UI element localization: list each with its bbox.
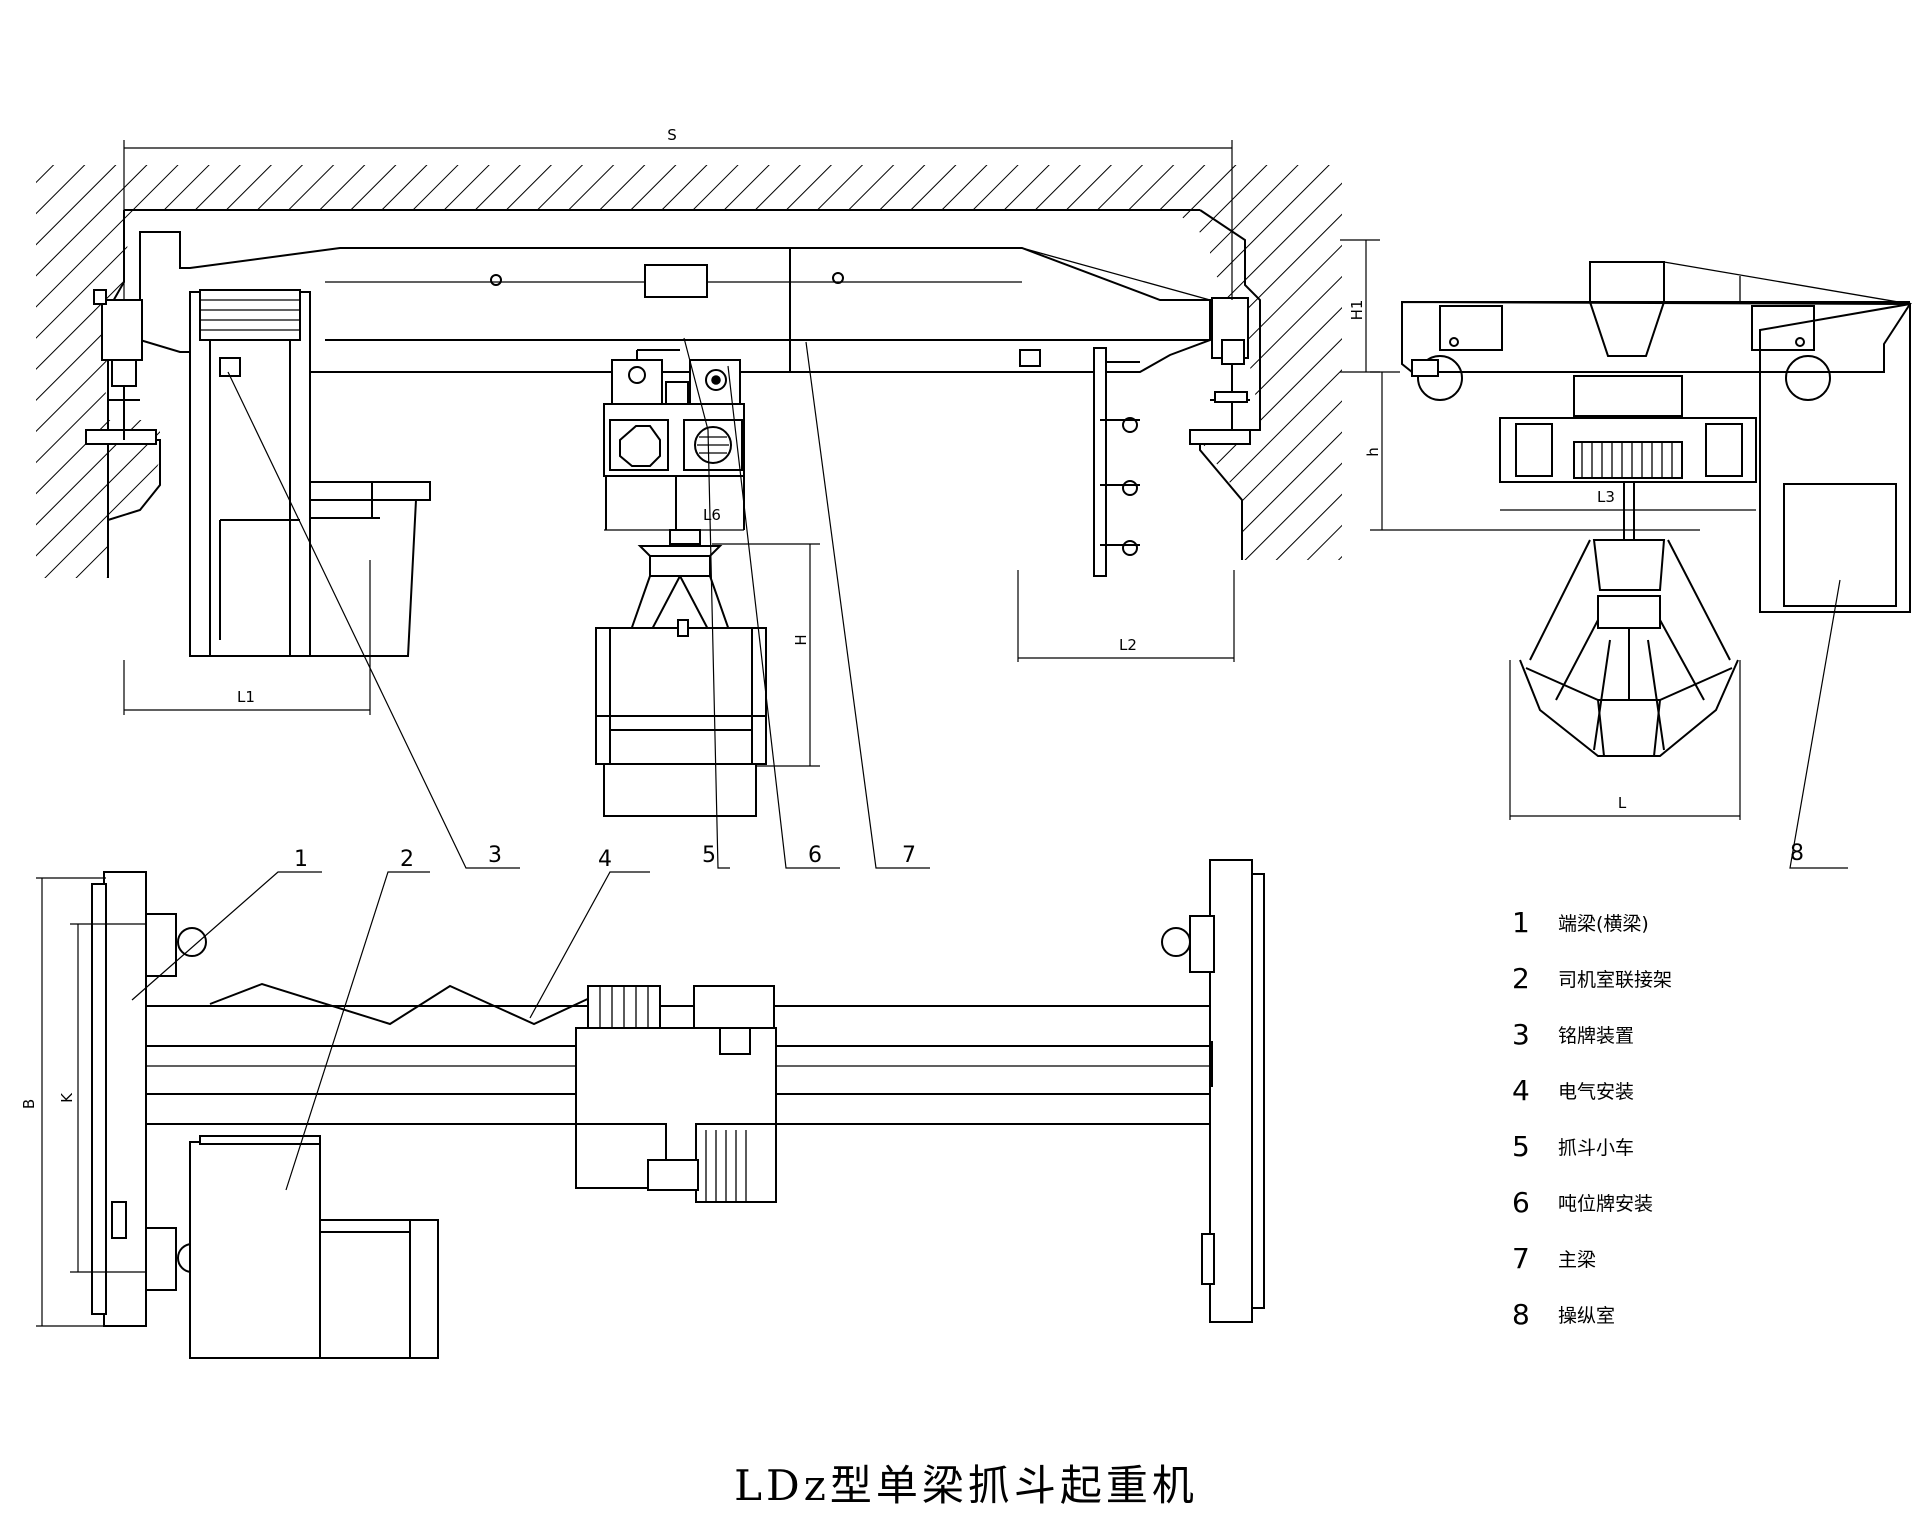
dim-S: S — [667, 126, 677, 144]
cable-festoon — [1093, 347, 1140, 577]
dim-L3: L3 — [1597, 488, 1615, 506]
leader-lines — [131, 337, 1848, 1191]
dim-h: h — [1364, 447, 1382, 457]
dim-H: H — [792, 634, 810, 645]
grab-bucket-front — [595, 529, 767, 817]
callout-8: 8 — [1790, 841, 1804, 866]
legend-number: 3 — [1512, 1018, 1530, 1051]
legend-item: 6 吨位牌安装 — [1512, 1186, 1892, 1242]
legend-number: 5 — [1512, 1130, 1530, 1163]
grab-trolley — [603, 349, 745, 540]
trolley-plan — [575, 985, 777, 1203]
dim-L6: L6 — [703, 506, 721, 524]
legend-label: 端梁(横梁) — [1558, 913, 1649, 935]
legend-label: 吨位牌安装 — [1558, 1193, 1654, 1215]
callout-3: 3 — [488, 843, 502, 868]
dim-L1: L1 — [237, 688, 255, 706]
legend-label: 司机室联接架 — [1558, 969, 1673, 991]
legend-number: 2 — [1512, 962, 1530, 995]
legend-item: 8 操纵室 — [1512, 1298, 1892, 1354]
callout-2: 2 — [400, 847, 414, 872]
parts-legend: 1 端梁(横梁) 2 司机室联接架 3 铭牌装置 4 电气安装 5 抓斗小车 6… — [1512, 906, 1892, 1354]
dim-H1: H1 — [1348, 300, 1366, 321]
callout-4: 4 — [598, 847, 612, 872]
callout-6: 6 — [808, 843, 822, 868]
legend-item: 3 铭牌装置 — [1512, 1018, 1892, 1074]
callout-1: 1 — [294, 847, 308, 872]
front-elevation-view: S H1 L1 L6 H L2 — [36, 126, 1380, 817]
legend-number: 1 — [1512, 906, 1530, 939]
plan-view: B K — [20, 859, 1265, 1359]
dim-L2: L2 — [1119, 636, 1137, 654]
cab-plan — [189, 1135, 439, 1359]
legend-item: 5 抓斗小车 — [1512, 1130, 1892, 1186]
operator-cab-side — [1759, 302, 1911, 613]
legend-item: 4 电气安装 — [1512, 1074, 1892, 1130]
end-beam-right — [1209, 859, 1253, 1323]
legend-number: 6 — [1512, 1186, 1530, 1219]
callout-5: 5 — [702, 843, 716, 868]
end-beam-left — [103, 871, 147, 1327]
legend-label: 主梁 — [1558, 1249, 1597, 1271]
legend-number: 4 — [1512, 1074, 1530, 1107]
dim-B: B — [20, 1099, 38, 1109]
legend-item: 2 司机室联接架 — [1512, 962, 1892, 1018]
side-view: h L3 L — [1364, 261, 1912, 820]
cab-frame — [189, 291, 311, 657]
building-wall-hatch — [36, 165, 1342, 578]
callout-7: 7 — [902, 843, 916, 868]
callout-numbers: 1 2 3 4 5 6 7 8 — [294, 841, 1804, 872]
operator-cab-front — [310, 481, 431, 657]
legend-number: 8 — [1512, 1298, 1530, 1331]
legend-number: 7 — [1512, 1242, 1530, 1275]
legend-item: 1 端梁(横梁) — [1512, 906, 1892, 962]
legend-label: 铭牌装置 — [1558, 1025, 1635, 1047]
drawing-title: LDz型单梁抓斗起重机 — [734, 1461, 1198, 1510]
dim-K: K — [58, 1092, 76, 1103]
legend-label: 操纵室 — [1558, 1305, 1616, 1327]
legend-label: 电气安装 — [1558, 1081, 1635, 1103]
dim-L: L — [1618, 794, 1627, 812]
legend-item: 7 主梁 — [1512, 1242, 1892, 1298]
clamshell-grab — [1519, 539, 1739, 757]
legend-label: 抓斗小车 — [1558, 1137, 1635, 1159]
